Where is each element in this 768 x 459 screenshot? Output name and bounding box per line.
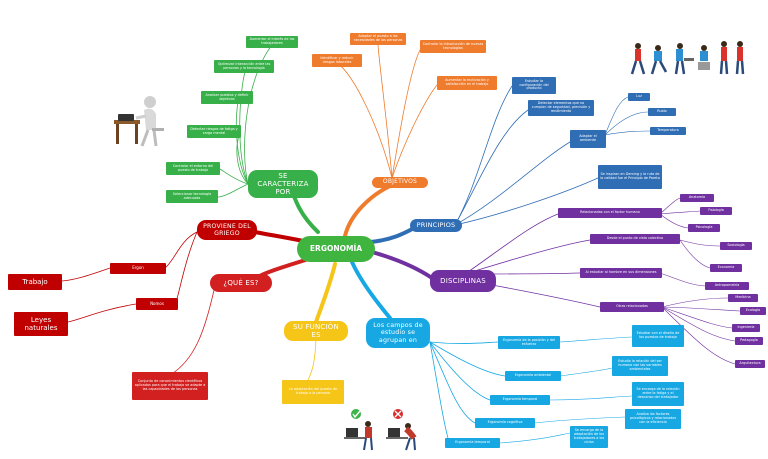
ambiente-item[interactable]: Ruido (648, 108, 676, 116)
ambiente-item[interactable]: Luz (628, 93, 650, 101)
campo-descripcion: Estudiar con el diseño de los puestos de… (632, 325, 684, 347)
central-topic[interactable]: ERGONOMÍA (297, 236, 375, 262)
disciplina-ingenieria[interactable]: Ingeniería (732, 324, 760, 332)
disciplina-psicologia[interactable]: Psicología (688, 224, 720, 232)
disciplina-item[interactable]: Desde el punto de vista colectivo (590, 234, 680, 244)
disciplina-ecologia[interactable]: Ecología (740, 307, 766, 315)
disciplina-medicina[interactable]: Medicina (728, 294, 758, 302)
disciplina-sociologia[interactable]: Sociología (720, 242, 752, 250)
caracteriza-item[interactable]: Aumentar el interés de los trabajadores (246, 36, 298, 48)
caracteriza-item[interactable]: Analizar puestos y definir objetivos (201, 91, 253, 104)
que-es-descripcion: Conjunto de conocimientos científicos ap… (132, 372, 208, 400)
disciplina-antropometria[interactable]: Antropometría (705, 282, 749, 290)
caracteriza-item[interactable]: Controlar el entorno del puesto de traba… (166, 162, 220, 175)
branch-que-es[interactable]: ¿QUÉ ES? (210, 274, 272, 292)
principio-item[interactable]: Estudiar la configuración del producto (512, 77, 556, 94)
objetivo-item[interactable]: Adaptar el puesto a las necesidades de l… (350, 33, 406, 45)
people-postures-illustration (628, 38, 750, 78)
campo-descripcion: Se encarga de la adaptación de los traba… (570, 426, 608, 448)
branch-principios[interactable]: PRINCIPIOS (410, 219, 462, 232)
branch-se-caracteriza[interactable]: SE CARACTERIZA POR (248, 170, 318, 198)
caracteriza-item[interactable]: Optimizar interacción entre las personas… (214, 60, 274, 73)
objetivo-item[interactable]: Aumentar la motivación y satisfacción en… (437, 76, 497, 90)
campo-item[interactable]: Ergonomía ambiental (505, 371, 561, 381)
branch-disciplinas[interactable]: DISCIPLINAS (430, 270, 496, 292)
campo-item[interactable]: Ergonomía cognitiva (475, 418, 535, 428)
griego-significado-trabajo[interactable]: Trabajo (8, 274, 62, 290)
objetivo-item[interactable]: Controlar la introducción de nuevas tecn… (420, 40, 486, 53)
funcion-descripcion: La adaptación del puesto de trabajo a la… (282, 380, 344, 404)
campo-descripcion: Analiza los factores psicológicos y rela… (625, 409, 681, 429)
griego-raiz-ergon[interactable]: Ergon (110, 263, 166, 274)
branch-objetivos[interactable]: OBJETIVOS (372, 177, 428, 188)
principio-item-adaptar-ambiente[interactable]: Adaptar el ambiente (570, 130, 606, 148)
griego-significado-leyes[interactable]: Leyes naturales (14, 312, 68, 336)
campo-item[interactable]: Ergonomía temporal (445, 438, 500, 448)
campo-descripcion: Estudia la relación del ser humano con l… (612, 356, 668, 376)
branch-proviene-del-griego[interactable]: PROVIENE DEL GRIEGO (197, 220, 257, 240)
branch-campos-de-estudio[interactable]: Los campos de estudio se agrupan en (366, 318, 430, 348)
caracteriza-item[interactable]: Detectar riesgos de fatiga y carga menta… (187, 125, 241, 138)
bad-posture-icon (384, 408, 420, 452)
disciplina-item[interactable]: Al estudiar al hombre en sus dimensiones (580, 268, 662, 278)
principio-item[interactable]: Detectar elementos que no cumplan de seg… (528, 100, 594, 116)
campo-descripcion: Se encarga de la relación entre la fatig… (632, 382, 684, 406)
disciplina-economia[interactable]: Economía (710, 264, 742, 272)
caracteriza-item[interactable]: Seleccionar tecnología adecuada (166, 190, 218, 203)
ambiente-item[interactable]: Temperatura (650, 127, 686, 135)
disciplina-item[interactable]: Relacionadas con el factor humano (558, 208, 662, 218)
disciplina-anatomia[interactable]: Anatomía (680, 194, 714, 202)
principio-item[interactable]: Se inspiran en Deming y la ruta de la ca… (598, 165, 662, 189)
objetivo-item[interactable]: Identificar y reducir riesgos laborales (312, 54, 362, 67)
griego-raiz-nomos[interactable]: Nomos (136, 298, 178, 310)
disciplina-pedagogia[interactable]: Pedagogía (735, 337, 763, 345)
campo-item[interactable]: Ergonomía temporal (490, 395, 550, 405)
good-posture-icon (342, 408, 378, 452)
campo-item[interactable]: Ergonomía de la posición y del esfuerzo (498, 336, 560, 349)
disciplina-arquitectura[interactable]: Arquitectura (735, 360, 765, 368)
worker-at-desk-illustration (108, 90, 168, 150)
disciplina-fisiologia[interactable]: Fisiología (700, 207, 732, 215)
branch-su-funcion[interactable]: SU FUNCIÓN ES (284, 321, 348, 341)
disciplina-item[interactable]: Otras relacionadas (600, 302, 664, 312)
